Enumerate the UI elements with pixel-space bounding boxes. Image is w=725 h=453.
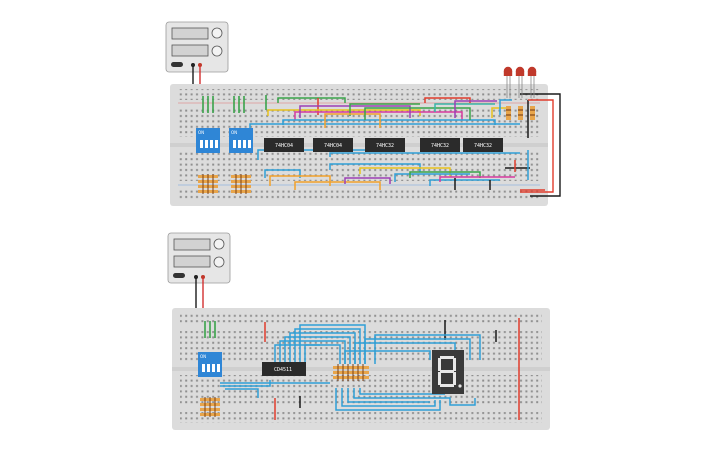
wires-1 [249,97,545,191]
dip-switch-2-label: ON [231,130,237,135]
chip-1-label: 74HC04 [275,143,293,149]
resistor-bank-1 [198,174,218,194]
leds[interactable] [503,66,537,98]
led-2 [515,66,525,98]
wires-2 [220,318,520,420]
led-resistors [506,106,535,120]
chip-cd4511[interactable]: CD4511 [262,362,306,376]
dip-switch-1-label: ON [198,130,204,135]
seven-segment-digit [438,356,462,388]
chip-5-label: 74HC32 [474,143,492,149]
resistor-bank-2 [231,174,251,194]
power-supply-2[interactable] [167,232,231,284]
dip-switch-3[interactable]: ON [198,352,222,377]
green-jumpers-2 [204,321,216,338]
seven-segment-display[interactable] [432,350,464,394]
chip-3[interactable]: 74HC32 [365,138,405,152]
chip-3-label: 74HC32 [376,143,394,149]
resistor-bank-4 [333,364,369,381]
power-supply-1[interactable] [165,21,229,73]
dip-switch-1[interactable]: ON [196,128,220,153]
led-1 [503,66,513,98]
dip-switch-2[interactable]: ON [229,128,253,153]
green-jumpers-1 [202,95,267,113]
chip-4[interactable]: 74HC32 [420,138,460,152]
chip-5[interactable]: 74HC32 [463,138,503,152]
resistor-bank-3 [200,397,220,417]
chip-2-label: 74HC04 [324,143,342,149]
chip-2[interactable]: 74HC04 [313,138,353,152]
chip-1[interactable]: 74HC04 [264,138,304,152]
chip-4-label: 74HC32 [431,143,449,149]
led-3 [527,66,537,98]
dip-switch-3-label: ON [200,354,206,359]
chip-cd4511-label: CD4511 [274,367,292,373]
